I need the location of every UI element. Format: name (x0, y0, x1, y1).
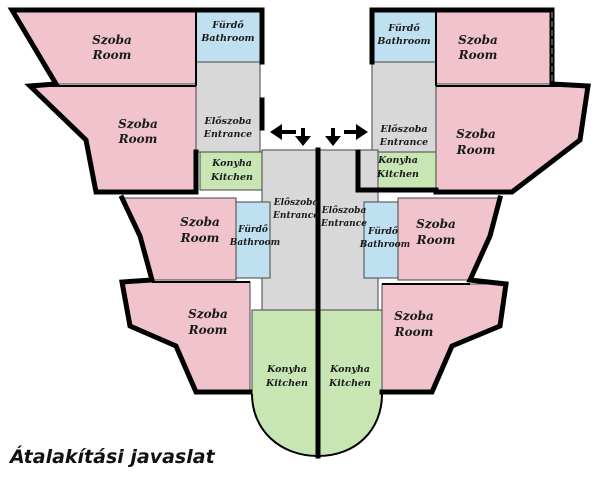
label-kitchen-bottom-left: Konyha Kitchen (265, 364, 308, 389)
svg-text:Entrance: Entrance (203, 129, 252, 140)
label-bathroom-lower-right: Fürdő Bathroom (359, 226, 410, 250)
svg-text:Előszoba: Előszoba (203, 116, 251, 127)
room-second-left (28, 85, 197, 193)
wall-lower-left (118, 194, 253, 395)
svg-text:Konyha: Konyha (377, 155, 418, 166)
svg-text:Room: Room (416, 233, 456, 247)
bathroom-top-left (195, 9, 261, 63)
label-bathroom-top-left: Fürdő Bathroom (200, 20, 254, 44)
svg-text:Bathroom: Bathroom (376, 36, 430, 47)
svg-text:Kitchen: Kitchen (376, 169, 419, 180)
svg-text:Room: Room (394, 325, 434, 339)
label-room-top-right: Szoba Room (458, 33, 498, 62)
svg-text:Fürdő: Fürdő (211, 20, 244, 31)
svg-text:Kitchen: Kitchen (328, 378, 371, 389)
arrow-down-icon (325, 128, 341, 146)
wall-right-kitchen (355, 149, 439, 193)
svg-text:Szoba: Szoba (456, 127, 496, 141)
svg-text:Room: Room (180, 231, 220, 245)
svg-text:Bathroom: Bathroom (359, 240, 410, 250)
wall-lower-right (379, 194, 509, 395)
svg-text:Fürdő: Fürdő (367, 226, 398, 237)
svg-text:Kitchen: Kitchen (210, 172, 253, 183)
label-kitchen-bottom-right: Konyha Kitchen (328, 364, 371, 389)
label-room-second-right: Szoba Room (456, 127, 496, 157)
svg-text:Előszoba: Előszoba (379, 124, 427, 135)
svg-text:Konyha: Konyha (329, 364, 370, 375)
svg-text:Előszoba: Előszoba (273, 197, 319, 208)
entrance-center-left (261, 149, 319, 311)
svg-text:Room: Room (456, 143, 496, 157)
arrow-right-icon (344, 124, 368, 140)
arrow-down-icon (295, 128, 311, 146)
wall-kitchen-bottom (251, 393, 383, 458)
label-room-third-right: Szoba Room (416, 217, 456, 247)
svg-text:Szoba: Szoba (118, 117, 158, 131)
svg-text:Room: Room (118, 132, 158, 146)
svg-text:Szoba: Szoba (188, 307, 228, 321)
label-room-third-left: Szoba Room (180, 215, 220, 245)
svg-text:Szoba: Szoba (180, 215, 220, 229)
room-top-right (435, 9, 553, 85)
svg-text:Szoba: Szoba (394, 309, 434, 323)
entrance-top-right (371, 61, 437, 153)
svg-text:Konyha: Konyha (211, 158, 252, 169)
svg-text:Szoba: Szoba (416, 217, 456, 231)
label-kitchen-top-left: Konyha Kitchen (210, 158, 253, 183)
svg-text:Előszoba: Előszoba (321, 205, 367, 216)
svg-text:Szoba: Szoba (458, 33, 498, 47)
svg-text:Bathroom: Bathroom (229, 238, 280, 248)
kitchen-top-left (199, 151, 263, 191)
svg-text:Fürdő: Fürdő (387, 23, 420, 34)
bathroom-lower-left (235, 201, 271, 279)
svg-text:Room: Room (188, 323, 228, 337)
label-room-top-left: Szoba Room (92, 33, 132, 62)
svg-text:Fürdő: Fürdő (237, 224, 268, 235)
label-entrance-center-left: Előszoba Entrance (272, 197, 319, 221)
label-entrance-top-left: Előszoba Entrance (203, 116, 252, 140)
label-entrance-top-right: Előszoba Entrance (379, 124, 428, 148)
arrow-left-icon (270, 124, 296, 140)
room-fourth-left (121, 281, 251, 393)
label-kitchen-top-right: Konyha Kitchen (376, 155, 419, 180)
label-room-fourth-right: Szoba Room (394, 309, 434, 339)
label-entrance-center-right: Előszoba Entrance (320, 205, 367, 229)
entrance-top-left (195, 61, 261, 153)
label-bathroom-top-right: Fürdő Bathroom (376, 23, 430, 47)
svg-text:Entrance: Entrance (379, 137, 428, 148)
svg-text:Szoba: Szoba (92, 33, 132, 47)
svg-text:Kitchen: Kitchen (265, 378, 308, 389)
svg-text:Room: Room (458, 48, 498, 62)
label-room-fourth-left: Szoba Room (188, 307, 228, 337)
bathroom-lower-right (363, 201, 399, 279)
svg-text:Konyha: Konyha (266, 364, 307, 375)
svg-text:Bathroom: Bathroom (200, 33, 254, 44)
svg-text:Entrance: Entrance (320, 219, 367, 229)
label-room-second-left: Szoba Room (118, 117, 158, 146)
svg-text:Room: Room (92, 48, 132, 62)
label-bathroom-lower-left: Fürdő Bathroom (229, 224, 280, 248)
caption: Átalakítási javaslat (10, 446, 215, 468)
svg-text:Entrance: Entrance (272, 211, 319, 221)
room-top-left (11, 9, 197, 85)
